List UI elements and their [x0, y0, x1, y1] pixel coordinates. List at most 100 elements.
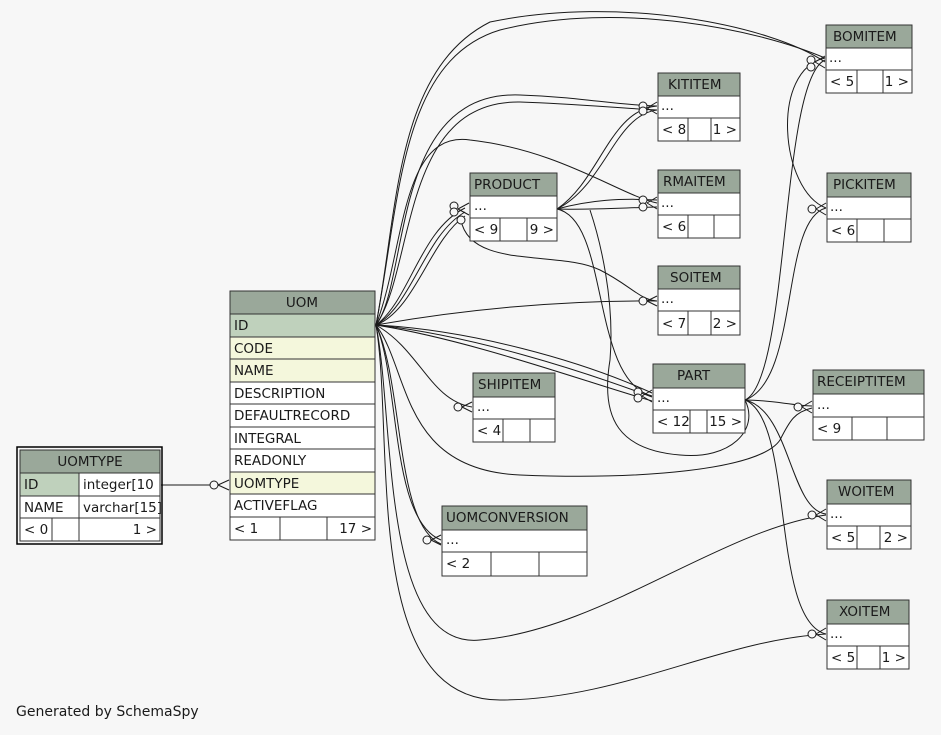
table-uomtype-title: UOMTYPE [57, 454, 122, 470]
table-uomconversion-ellipsis: ... [446, 532, 459, 548]
table-bomitem-parent-count: < 5 [830, 74, 854, 90]
table-uomconversion-header [441, 505, 588, 531]
table-receiptitem-parent-count: < 9 [817, 421, 841, 437]
table-kititem-ellipsis: ... [661, 98, 674, 114]
relationship-product-kititem-2 [556, 109, 658, 210]
table-part-title: PART [677, 368, 711, 384]
crowfoot-receiptitem [801, 400, 813, 414]
table-woitem-child-count: 2 > [884, 530, 908, 546]
table-uomconversion-footer [441, 551, 588, 577]
table-woitem[interactable]: WOITEM ... < 5 2 > [826, 479, 912, 550]
table-part-footer [652, 409, 746, 434]
table-kititem-footer [657, 117, 741, 142]
table-pickitem-header [826, 172, 912, 198]
table-uom-col-code: CODE [234, 341, 273, 357]
table-kititem-parent-count: < 8 [662, 122, 686, 138]
relationship-product-kititem [556, 105, 658, 210]
table-soitem[interactable]: SOITEM ... < 7 2 > [657, 265, 741, 336]
relationship-uom-bomitem-2 [375, 11, 826, 326]
table-part-child-count: 15 > [709, 414, 742, 430]
table-receiptitem-title: RECEIPTITEM [817, 374, 906, 390]
marker-product-3 [456, 215, 466, 225]
table-product-footer [469, 217, 558, 242]
table-product-child-count: 9 > [530, 222, 554, 238]
table-kititem-child-count: 1 > [713, 122, 737, 138]
relationship-uom-receiptitem [375, 324, 813, 477]
table-bomitem-ellipsis: ... [829, 50, 842, 66]
relationship-part-woitem [744, 399, 827, 515]
table-uomtype-type-name: varchar[15] [83, 500, 162, 516]
table-receiptitem[interactable]: RECEIPTITEM ... < 9 [812, 369, 925, 441]
relationship-uom-soitem [375, 300, 658, 326]
table-uomconversion-title: UOMCONVERSION [446, 510, 569, 526]
table-uom-col-id: ID [234, 318, 248, 334]
table-xoitem-child-count: 1 > [882, 650, 906, 666]
crowfoot-part [641, 389, 653, 403]
table-receiptitem-header [812, 369, 925, 395]
crowfoot-shipitem [461, 401, 473, 413]
marker-uom-uomtype [209, 480, 219, 490]
table-woitem-footer [826, 525, 912, 550]
table-uom-child-count: 17 > [339, 521, 372, 537]
table-pickitem-footer [826, 218, 912, 243]
table-uomtype[interactable]: UOMTYPE ID integer[10 NAME varchar[15] <… [16, 446, 163, 545]
marker-bomitem-2 [806, 62, 816, 72]
table-uom-col-uomtype: UOMTYPE [234, 476, 299, 492]
marker-xoitem [807, 629, 817, 639]
relationship-part-xoitem [744, 399, 827, 635]
relationship-uom-shipitem [375, 324, 473, 408]
crowfoot-kititem [646, 101, 658, 115]
crowfoot-product [457, 202, 470, 216]
table-soitem-title: SOITEM [670, 270, 722, 286]
crowfoot-bomitem [814, 55, 826, 69]
table-rmaitem-ellipsis: ... [661, 195, 674, 211]
table-part[interactable]: PART ... < 12 15 > [652, 363, 746, 434]
table-rmaitem[interactable]: RMAITEM ... < 6 [657, 169, 741, 239]
table-rmaitem-title: RMAITEM [663, 174, 726, 190]
table-pickitem-title: PICKITEM [833, 177, 896, 193]
table-shipitem[interactable]: SHIPITEM ... < 4 [472, 372, 556, 443]
table-uom-col-readonly: READONLY [234, 453, 307, 469]
generated-by-footer: Generated by SchemaSpy [16, 704, 199, 720]
table-part-ellipsis: ... [657, 390, 670, 406]
table-soitem-parent-count: < 7 [662, 316, 686, 332]
table-uomtype-footer [19, 517, 161, 542]
table-uom-col-name: NAME [234, 363, 274, 379]
crowfoot-xoitem [815, 627, 827, 641]
table-uomconversion-parent-count: < 2 [446, 556, 470, 572]
relationship-uom-kititem [375, 94, 658, 326]
table-shipitem-footer [472, 418, 556, 443]
table-receiptitem-footer [812, 416, 925, 441]
relationship-product-soitem [460, 219, 658, 302]
marker-part-2 [633, 393, 643, 403]
crowfoot-uomconversion [430, 534, 442, 546]
marker-woitem [807, 510, 817, 520]
relationship-uom-part-2 [375, 324, 653, 398]
table-bomitem-title: BOMITEM [833, 29, 897, 45]
relationship-uom-kititem-2 [375, 101, 658, 326]
table-uomconversion-body [441, 529, 588, 553]
crowfoot-woitem [815, 508, 827, 522]
relationship-product-part [556, 208, 653, 397]
table-xoitem-footer [826, 645, 910, 670]
table-soitem-child-count: 2 > [713, 316, 737, 332]
table-bomitem[interactable]: BOMITEM ... < 5 1 > [825, 24, 913, 94]
table-pickitem-ellipsis: ... [830, 199, 843, 215]
marker-kititem-2 [638, 106, 648, 116]
table-uom-title: UOM [286, 295, 318, 311]
table-kititem[interactable]: KITITEM ... < 8 1 > [657, 72, 741, 142]
table-xoitem-title: XOITEM [839, 604, 890, 620]
table-product[interactable]: PRODUCT ... < 9 9 > [469, 172, 558, 242]
table-pickitem[interactable]: PICKITEM ... < 6 [826, 172, 912, 243]
relationship-uom-part-3 [375, 324, 653, 402]
relationship-uom-uomconversion-2 [375, 324, 442, 545]
table-xoitem-header [826, 599, 910, 625]
table-uom-col-defaultrecord: DEFAULTRECORD [234, 408, 350, 424]
table-uom[interactable]: UOM ID CODE NAME DESCRIPTION DEFAULTRECO… [229, 290, 376, 541]
relationship-markers [209, 55, 817, 639]
table-uomconversion[interactable]: UOMCONVERSION ... < 2 [441, 505, 588, 577]
table-xoitem[interactable]: XOITEM ... < 5 1 > [826, 599, 910, 670]
relationship-part-pickitem [744, 207, 827, 401]
relationship-part-bomitem [744, 59, 826, 401]
